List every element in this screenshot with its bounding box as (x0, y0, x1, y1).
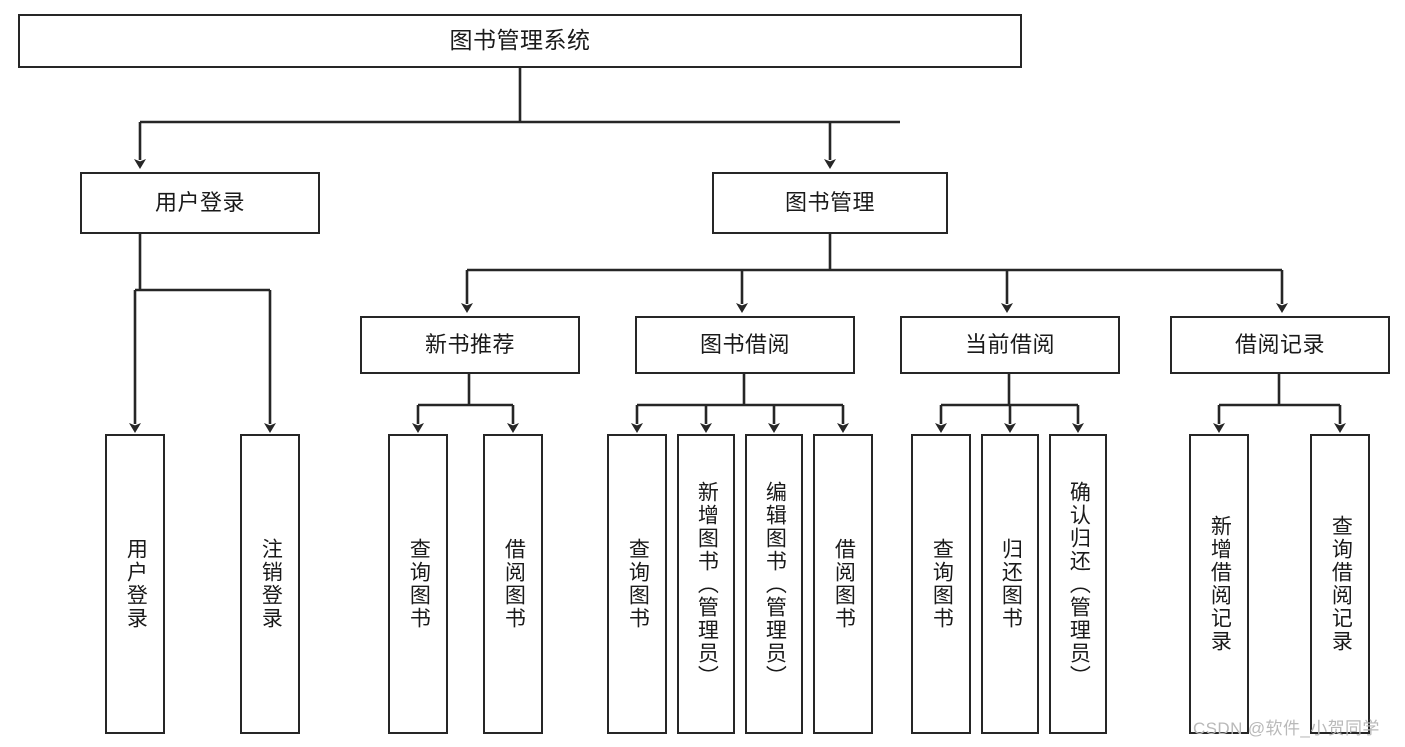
node-book-management[interactable]: 图书管理 (712, 172, 948, 234)
node-label: 用户登录 (124, 538, 148, 630)
node-root-book-management-system[interactable]: 图书管理系统 (18, 14, 1022, 68)
leaf-edit-book-admin[interactable]: 编辑图书（管理员） (745, 434, 803, 734)
node-label: 借阅记录 (1234, 331, 1325, 357)
leaf-query-book-borrow[interactable]: 查询图书 (607, 434, 667, 734)
leaf-add-borrow-record[interactable]: 新增借阅记录 (1189, 434, 1249, 734)
node-user-login[interactable]: 用户登录 (80, 172, 320, 234)
node-label: 新增图书（管理员） (695, 480, 719, 688)
node-label: 图书管理 (784, 189, 875, 215)
node-label: 确认归还（管理员） (1067, 480, 1091, 688)
node-label: 编辑图书（管理员） (763, 480, 787, 688)
node-label: 查询图书 (930, 538, 954, 630)
node-label: 当前借阅 (964, 331, 1055, 357)
leaf-borrow-book-borrow[interactable]: 借阅图书 (813, 434, 873, 734)
node-label: 新增借阅记录 (1208, 515, 1232, 653)
leaf-borrow-book-new-book[interactable]: 借阅图书 (483, 434, 543, 734)
node-label: 图书管理系统 (449, 27, 591, 54)
node-label: 注销登录 (259, 538, 283, 630)
node-label: 查询借阅记录 (1329, 515, 1353, 653)
leaf-return-book[interactable]: 归还图书 (981, 434, 1039, 734)
leaf-confirm-return-admin[interactable]: 确认归还（管理员） (1049, 434, 1107, 734)
node-label: 图书借阅 (699, 331, 790, 357)
leaf-query-book-new-book[interactable]: 查询图书 (388, 434, 448, 734)
leaf-add-book-admin[interactable]: 新增图书（管理员） (677, 434, 735, 734)
node-label: 新书推荐 (424, 331, 515, 357)
node-label: 归还图书 (999, 538, 1023, 630)
node-label: 借阅图书 (502, 538, 526, 630)
node-new-book-recommend[interactable]: 新书推荐 (360, 316, 580, 374)
node-label: 用户登录 (154, 189, 245, 215)
node-book-borrow[interactable]: 图书借阅 (635, 316, 855, 374)
leaf-user-login[interactable]: 用户登录 (105, 434, 165, 734)
node-label: 借阅图书 (832, 538, 856, 630)
leaf-user-logout[interactable]: 注销登录 (240, 434, 300, 734)
node-current-borrow[interactable]: 当前借阅 (900, 316, 1120, 374)
node-borrow-record[interactable]: 借阅记录 (1170, 316, 1390, 374)
node-label: 查询图书 (626, 538, 650, 630)
leaf-query-borrow-record[interactable]: 查询借阅记录 (1310, 434, 1370, 734)
leaf-query-book-current[interactable]: 查询图书 (911, 434, 971, 734)
node-label: 查询图书 (407, 538, 431, 630)
